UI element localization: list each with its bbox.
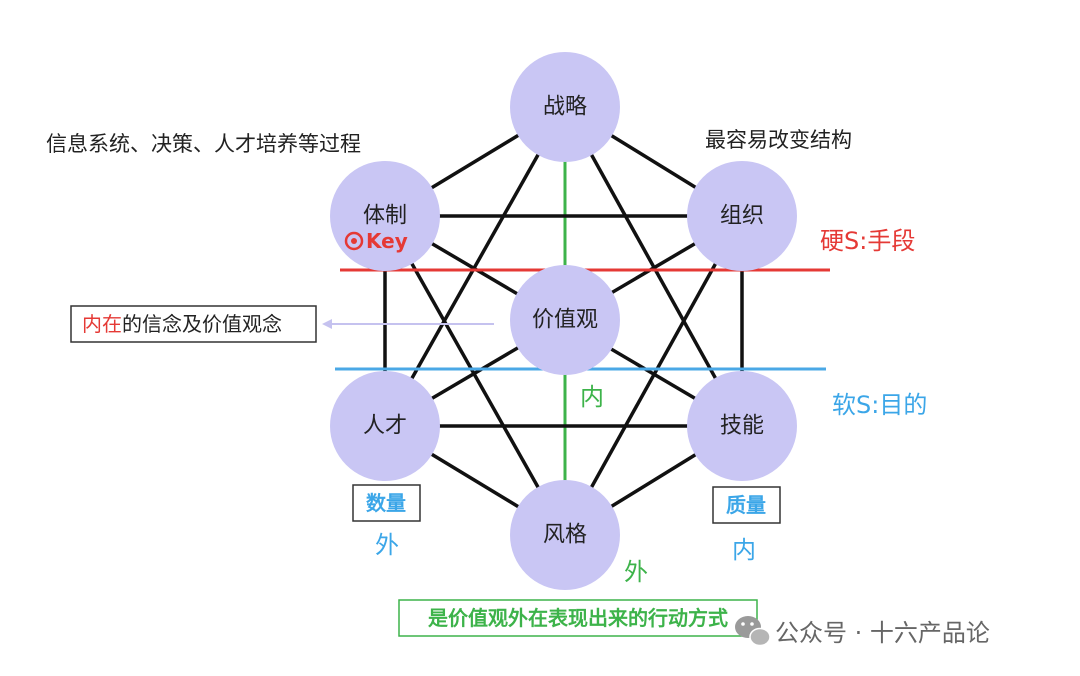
- hard-s-label: 硬S:手段: [820, 227, 915, 255]
- style-description-text: 是价值观外在表现出来的行动方式: [427, 606, 728, 630]
- node-values: 价值观: [510, 265, 620, 375]
- quality-label: 质量: [726, 493, 766, 517]
- key-marker: Key: [344, 229, 408, 253]
- values-rest: 的信念及价值观念: [122, 312, 282, 336]
- outer-bottom-label: 外: [624, 558, 648, 586]
- wechat-icon: [735, 616, 771, 647]
- watermark: 公众号 · 十六产品论: [735, 616, 990, 647]
- quantity-box: 数量: [352, 484, 421, 522]
- values-arrowhead: [322, 319, 332, 329]
- node-organization-label: 组织: [720, 204, 764, 229]
- node-style-label: 风格: [543, 523, 587, 548]
- inner-center-label: 内: [580, 383, 604, 411]
- inner-right-label: 内: [732, 536, 756, 564]
- system-note: 信息系统、决策、人才培养等过程: [46, 132, 361, 156]
- key-icon: [344, 231, 364, 251]
- watermark-text: 公众号 · 十六产品论: [775, 619, 990, 647]
- node-values-label: 价值观: [532, 308, 598, 333]
- node-system-label: 体制: [363, 204, 407, 229]
- node-strategy-label: 战略: [543, 95, 587, 120]
- node-skills-label: 技能: [720, 414, 764, 439]
- quality-box: 质量: [712, 486, 781, 524]
- node-talent: 人才: [330, 371, 440, 481]
- values-description-text: 内在的信念及价值观念: [82, 312, 282, 336]
- node-style: 风格: [510, 480, 620, 590]
- values-highlight: 内在: [82, 312, 122, 336]
- quantity-label: 数量: [366, 491, 406, 515]
- node-talent-label: 人才: [363, 414, 407, 439]
- key-label: Key: [366, 229, 408, 253]
- node-organization: 组织: [687, 161, 797, 271]
- outer-left-label: 外: [375, 531, 399, 559]
- organization-note: 最容易改变结构: [705, 128, 852, 152]
- values-description-box: 内在的信念及价值观念: [70, 305, 317, 343]
- node-strategy: 战略: [510, 52, 620, 162]
- soft-s-label: 软S:目的: [832, 391, 927, 419]
- style-description-box: 是价值观外在表现出来的行动方式: [398, 599, 758, 637]
- node-skills: 技能: [687, 371, 797, 481]
- node-system: 体制: [330, 161, 440, 271]
